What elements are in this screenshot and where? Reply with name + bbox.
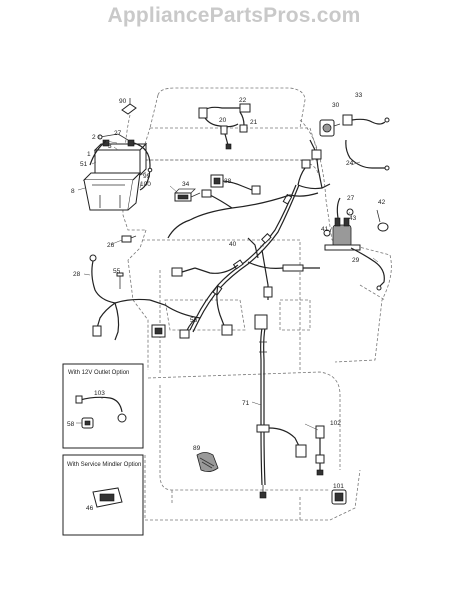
battery-tray bbox=[82, 171, 142, 211]
label-89: 89 bbox=[193, 445, 201, 452]
main-harness bbox=[149, 159, 331, 339]
label-27b: 27 bbox=[347, 195, 355, 202]
battery-cable bbox=[350, 247, 385, 287]
label-58: 58 bbox=[67, 421, 75, 428]
pto-switch bbox=[174, 188, 201, 202]
leader-lines bbox=[76, 136, 379, 431]
relay bbox=[331, 489, 347, 505]
ring-terminal bbox=[376, 209, 389, 232]
label-42: 42 bbox=[378, 199, 386, 206]
ground-cable bbox=[89, 254, 116, 304]
battery bbox=[93, 133, 148, 177]
ignition-switch bbox=[319, 114, 390, 137]
label-24: 24 bbox=[346, 160, 354, 167]
label-22: 22 bbox=[239, 97, 247, 104]
inset-mulcher bbox=[62, 454, 144, 536]
label-28: 28 bbox=[73, 271, 81, 278]
battery-bracket bbox=[121, 98, 137, 115]
label-40: 40 bbox=[229, 241, 237, 248]
label-46: 46 bbox=[86, 505, 94, 512]
label-43: 43 bbox=[349, 215, 357, 222]
label-90: 90 bbox=[119, 98, 127, 105]
label-33: 33 bbox=[355, 92, 363, 99]
label-51: 51 bbox=[80, 161, 88, 168]
label-38: 38 bbox=[224, 178, 232, 185]
label-56: 56 bbox=[190, 317, 198, 324]
rear-harness bbox=[254, 314, 307, 499]
label-21: 21 bbox=[250, 119, 258, 126]
label-34: 34 bbox=[182, 181, 190, 188]
fuse-holder bbox=[315, 425, 325, 476]
inset-mulcher-title: With Service Mindler Option bbox=[67, 462, 141, 468]
label-30: 30 bbox=[332, 102, 340, 109]
watermark: AppliancePartsPros.com bbox=[107, 4, 361, 27]
label-3: 3 bbox=[108, 143, 112, 150]
label-99: 99 bbox=[143, 173, 151, 180]
label-103: 103 bbox=[94, 390, 105, 397]
label-41: 41 bbox=[321, 226, 329, 233]
label-101: 101 bbox=[333, 483, 344, 490]
label-26: 26 bbox=[107, 242, 115, 249]
chassis-outline bbox=[122, 87, 392, 521]
label-1: 1 bbox=[87, 151, 91, 158]
label-102: 102 bbox=[330, 420, 341, 427]
reverse-switch bbox=[210, 174, 261, 195]
inset-12v-outlet bbox=[62, 363, 144, 449]
label-71: 71 bbox=[242, 400, 250, 407]
wire-clip bbox=[121, 235, 132, 243]
part-number-labels: 90 22 20 21 33 30 2 27 3 1 51 8 99 100 2… bbox=[71, 92, 386, 490]
inset-outlet-title: With 12V Outlet Option bbox=[68, 370, 129, 376]
harness-branch bbox=[114, 298, 151, 304]
label-100: 100 bbox=[140, 181, 151, 188]
label-27a: 27 bbox=[114, 130, 122, 137]
label-2: 2 bbox=[92, 134, 96, 141]
mower-switch bbox=[196, 452, 219, 472]
headlight-harness bbox=[198, 103, 251, 150]
ground-wire bbox=[345, 139, 385, 169]
seat-switch bbox=[151, 324, 166, 338]
label-29: 29 bbox=[352, 257, 360, 264]
label-55: 55 bbox=[113, 268, 121, 275]
label-20: 20 bbox=[219, 117, 227, 124]
screw bbox=[116, 272, 124, 289]
label-8: 8 bbox=[71, 188, 75, 195]
